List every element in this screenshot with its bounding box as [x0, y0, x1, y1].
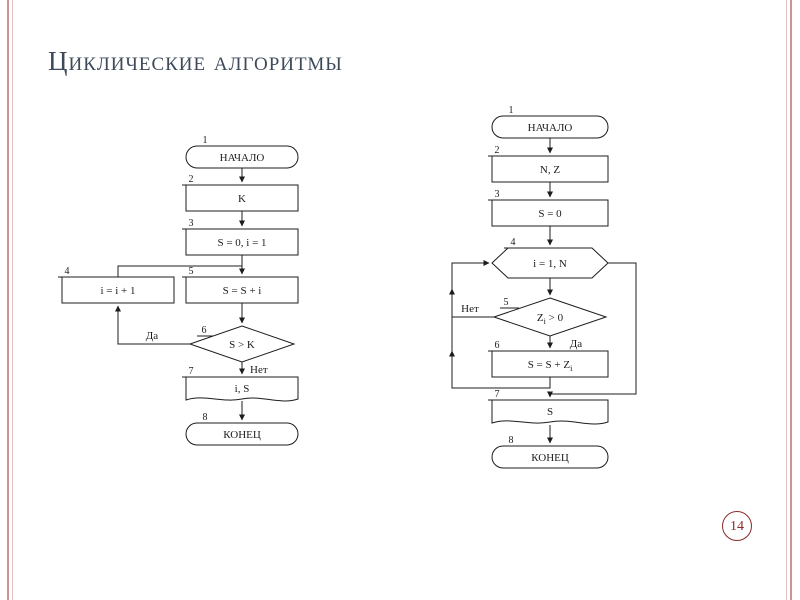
node-label: i = 1, N	[533, 258, 567, 270]
right-node-decision: 5 Zi > 0 Нет Да	[461, 297, 608, 350]
edge-label-no: Нет	[461, 303, 479, 315]
connector-loop-back-into-hexagon	[451, 260, 490, 289]
node-label: НАЧАЛО	[528, 122, 573, 134]
label-base: Z	[537, 312, 544, 324]
connector-loop-back	[117, 265, 242, 277]
page-title: Циклические алгоритмы	[48, 46, 343, 76]
node-label: S = 0	[538, 208, 562, 220]
right-border-line-inner	[786, 0, 787, 600]
node-label: Zi > 0	[537, 312, 564, 326]
left-border-line-inner	[12, 0, 13, 600]
right-flowchart: 1 НАЧАЛО 2 N, Z 3 S = 0 4	[449, 105, 637, 469]
node-number: 7	[495, 389, 500, 400]
connector-yes-branch	[115, 305, 190, 345]
left-node-accumulate: 5 S = S + i	[182, 266, 299, 304]
left-border-line-outer	[7, 0, 9, 600]
node-label: i, S	[235, 383, 250, 395]
left-flowchart: 1 НАЧАЛО 2 K 3 S = 0, i = 1 4	[58, 135, 299, 446]
node-label: S > K	[229, 339, 255, 351]
left-node-start: 1 НАЧАЛО	[185, 135, 299, 169]
right-node-input: 2 N, Z	[488, 145, 609, 183]
process-shape	[185, 276, 299, 304]
right-node-output: 7 S	[488, 389, 609, 425]
page-number: 14	[730, 519, 744, 534]
right-border-line-outer	[790, 0, 792, 600]
process-shape	[491, 155, 609, 183]
terminator-shape	[491, 445, 609, 469]
node-label: S = S + i	[223, 285, 262, 297]
right-node-init: 3 S = 0	[488, 189, 609, 227]
node-number: 1	[203, 135, 208, 146]
left-node-output: 7 i, S	[182, 366, 299, 402]
node-label: K	[238, 193, 246, 205]
connector-loop-back-lower	[449, 350, 551, 389]
terminator-shape	[185, 145, 299, 169]
right-node-accumulate: 6 S = S + Zi	[488, 340, 609, 378]
node-label: S = 0, i = 1	[217, 237, 266, 249]
label-rest: > 0	[546, 312, 564, 324]
node-number: 2	[189, 174, 194, 185]
node-label: НАЧАЛО	[220, 152, 265, 164]
process-shape	[491, 199, 609, 227]
decision-shape	[188, 325, 296, 363]
left-node-decision: 6 S > K Да Нет	[146, 325, 296, 376]
left-node-end: 8 КОНЕЦ	[185, 412, 299, 446]
node-label: S = S + Zi	[528, 359, 573, 373]
node-label: N, Z	[540, 164, 560, 176]
node-number: 8	[203, 412, 208, 423]
node-number: 4	[511, 237, 516, 248]
edge-label-no: Нет	[250, 364, 268, 376]
process-shape	[185, 184, 299, 212]
node-number: 1	[509, 105, 514, 116]
node-number: 6	[495, 340, 500, 351]
node-number: 4	[65, 266, 70, 277]
process-shape	[185, 228, 299, 256]
node-number: 5	[504, 297, 509, 308]
right-node-start: 1 НАЧАЛО	[491, 105, 609, 139]
node-label: i = i + 1	[100, 285, 135, 297]
edge-label-yes: Да	[146, 330, 159, 342]
terminator-shape	[491, 115, 609, 139]
process-shape	[61, 276, 175, 304]
label-subscript: i	[544, 317, 547, 326]
right-node-loop-header: 4 i = 1, N	[491, 237, 609, 279]
connector-loop-exit	[547, 262, 637, 398]
label-base: S = S + Z	[528, 359, 571, 371]
decision-shape	[492, 297, 608, 337]
terminator-shape	[185, 422, 299, 446]
page-number-badge: 14	[722, 511, 752, 541]
node-number: 6	[202, 325, 207, 336]
node-label: S	[547, 406, 553, 418]
node-number: 7	[189, 366, 194, 377]
node-number: 2	[495, 145, 500, 156]
node-number: 8	[509, 435, 514, 446]
node-number: 3	[495, 189, 500, 200]
document-shape	[185, 376, 299, 402]
process-shape	[491, 350, 609, 378]
node-label: КОНЕЦ	[223, 429, 261, 441]
node-number: 5	[189, 266, 194, 277]
edge-label-yes: Да	[570, 338, 583, 350]
left-node-increment: 4 i = i + 1	[58, 266, 175, 304]
node-number: 3	[189, 218, 194, 229]
loop-hexagon-shape	[491, 247, 609, 279]
node-label: КОНЕЦ	[531, 452, 569, 464]
right-node-end: 8 КОНЕЦ	[491, 435, 609, 469]
label-subscript: i	[570, 364, 573, 373]
left-node-input-k: 2 K	[182, 174, 299, 212]
left-node-init: 3 S = 0, i = 1	[182, 218, 299, 256]
document-shape	[491, 399, 609, 425]
